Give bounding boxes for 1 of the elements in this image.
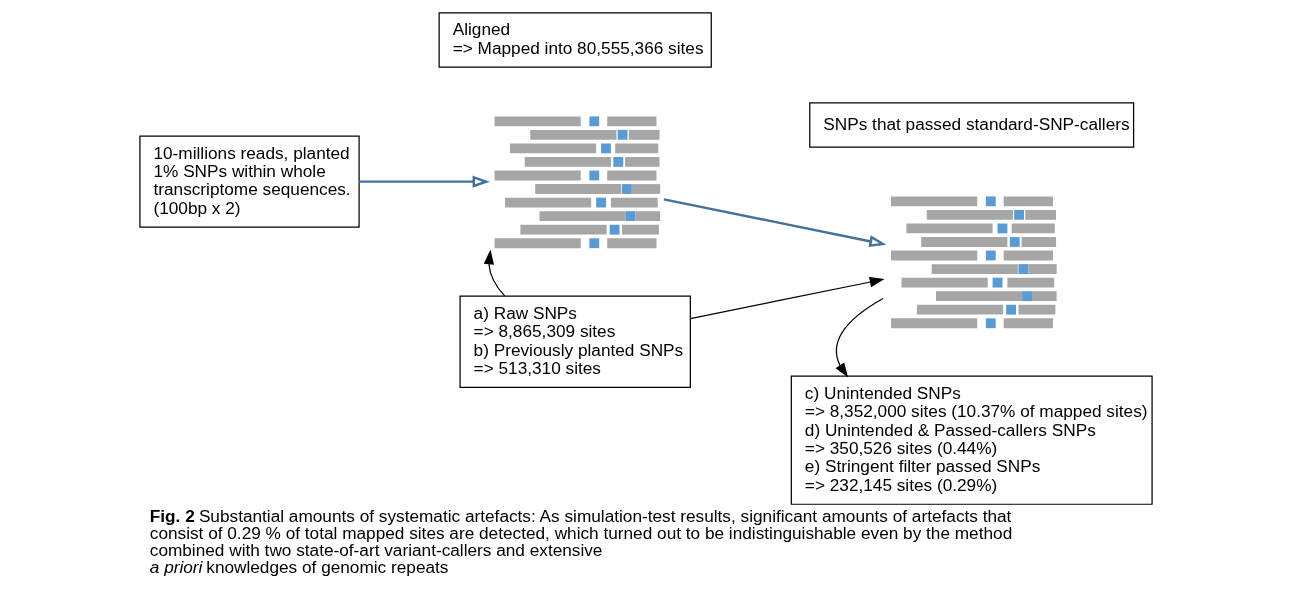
caption: Fig. 2 Substantial amounts of systematic artefacts: As simulation-test results, significant amounts of artefacts that consist of 0.29 % of total mapped sites are detected, which turned out to be indistinguishable even by the method combined with two state-of-art variant-callers and extensive a priori knowledges of genomic repeats: [149, 505, 1013, 578]
